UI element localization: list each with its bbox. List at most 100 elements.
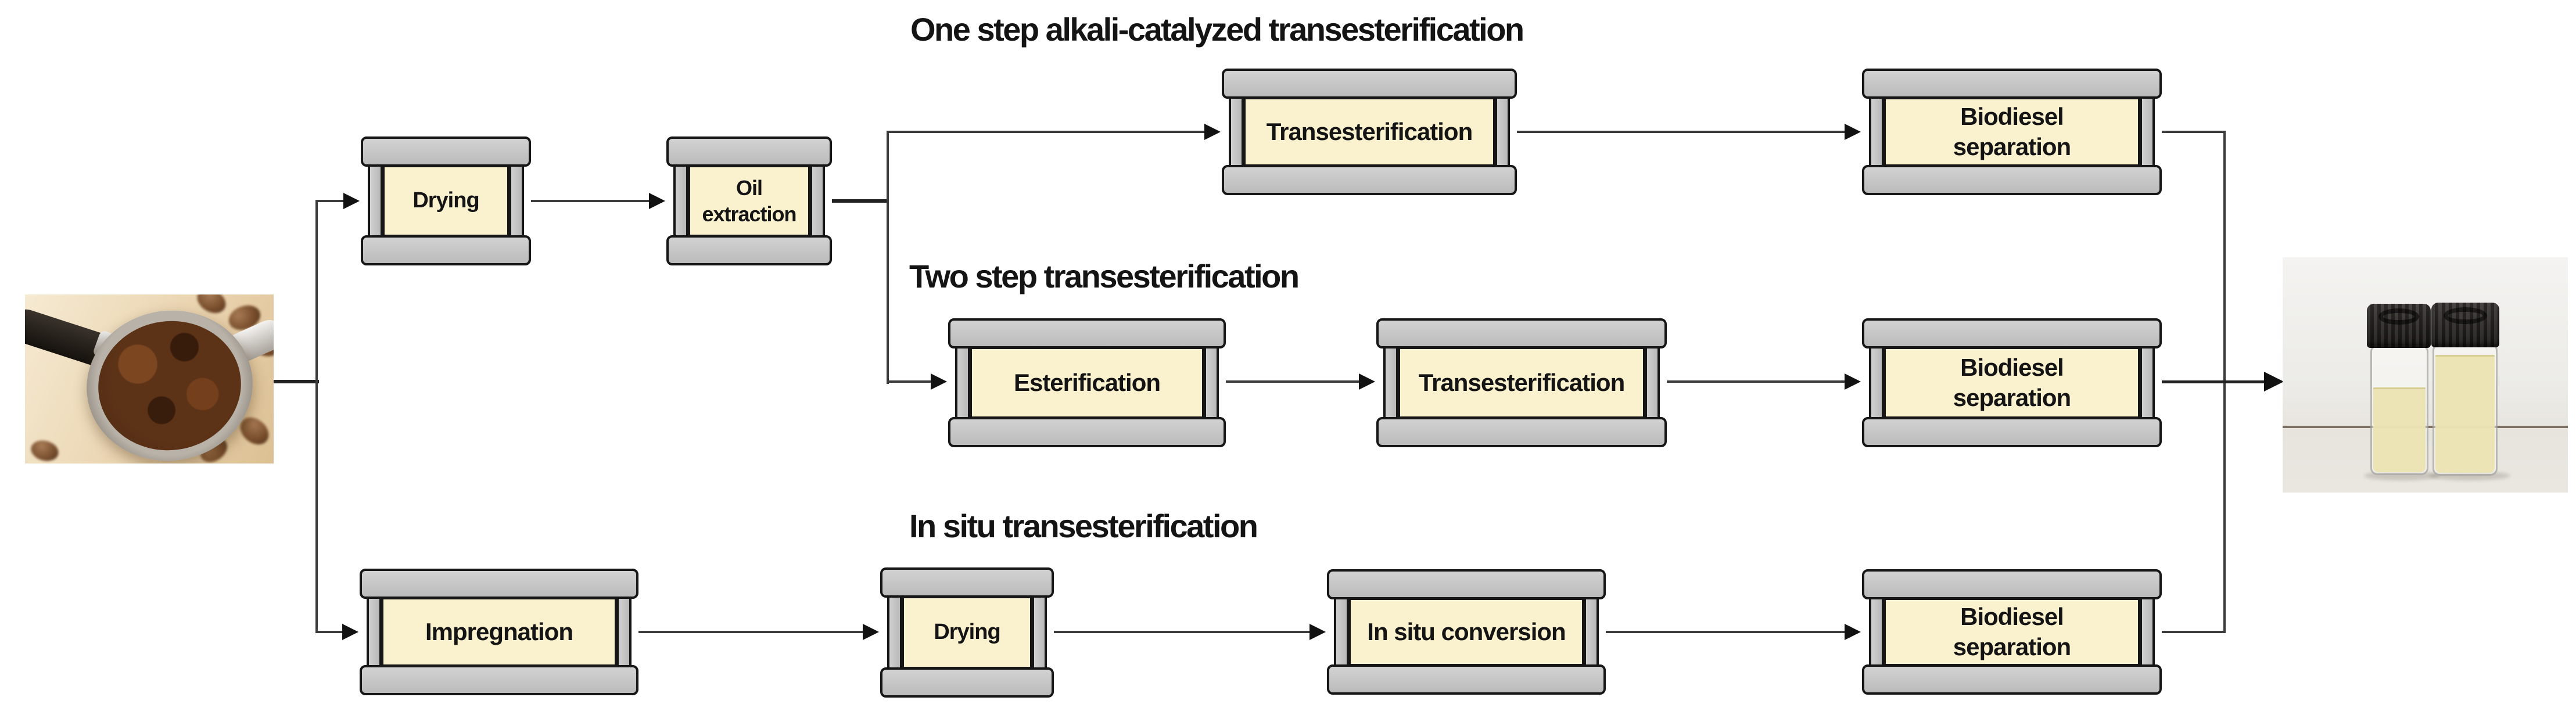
- arrow-head-icon: [1359, 373, 1375, 390]
- vial-shadow: [2429, 471, 2510, 480]
- biodiesel-vial-right: [2433, 344, 2498, 476]
- arrow-head-icon: [931, 373, 947, 390]
- branch-trunk-mid: [887, 131, 889, 384]
- box-panel: Drying: [901, 595, 1033, 670]
- arrow-head-icon: [343, 193, 360, 209]
- box-bottom-cap: [666, 235, 832, 265]
- process-label: Impregnation: [425, 617, 573, 645]
- connector-oil-extraction-to-trunk: [832, 199, 889, 203]
- connector-esterification-to-trans-two: [1226, 380, 1360, 383]
- box-right-rail: [810, 164, 825, 238]
- connector-to-esterification: [888, 380, 932, 383]
- arrow-head-icon: [1845, 373, 1861, 390]
- connector-in-situ-to-separation: [1606, 631, 1846, 633]
- process-box-biodiesel-separation-2: Biodiesel separation: [1862, 318, 2162, 447]
- connector-separation1-out: [2162, 131, 2226, 133]
- box-bottom-cap: [880, 667, 1054, 698]
- branch-trunk-left: [315, 200, 318, 633]
- process-box-transesterification-two: Transesterification: [1376, 318, 1667, 447]
- connector-separation3-out: [2162, 631, 2226, 633]
- process-box-transesterification-one: Transesterification: [1222, 69, 1517, 195]
- connector-to-impregnation: [317, 631, 343, 633]
- connector-to-transesterification-one: [888, 131, 1206, 133]
- box-left-rail: [1869, 597, 1884, 667]
- box-bottom-cap: [1862, 664, 2162, 695]
- box-panel: Biodiesel separation: [1883, 346, 2141, 419]
- box-right-rail: [1645, 346, 1660, 419]
- process-label: Drying: [934, 620, 1000, 645]
- arrow-head-icon: [863, 624, 879, 640]
- process-label: Drying: [412, 188, 479, 213]
- box-left-rail: [1334, 597, 1349, 667]
- box-panel: Biodiesel separation: [1883, 96, 2141, 167]
- process-label: Oil extraction: [702, 176, 797, 226]
- biodiesel-liquid: [2373, 387, 2426, 472]
- box-bottom-cap: [360, 665, 638, 695]
- title-one-step-pathway: One step alkali-catalyzed transesterific…: [910, 11, 1524, 48]
- box-right-rail: [2140, 597, 2155, 667]
- box-left-rail: [1229, 96, 1244, 167]
- coffee-bean: [28, 437, 61, 464]
- box-panel: Biodiesel separation: [1883, 597, 2141, 667]
- arrow-head-icon: [1309, 624, 1326, 640]
- process-box-biodiesel-separation-1: Biodiesel separation: [1862, 69, 2162, 195]
- box-panel: Impregnation: [381, 597, 618, 667]
- process-label: Esterification: [1013, 368, 1161, 396]
- arrow-head-icon: [1204, 124, 1221, 140]
- arrow-head-icon: [1845, 124, 1861, 140]
- title-two-step-pathway: Two step transesterification: [909, 258, 1300, 294]
- box-bottom-cap: [361, 235, 531, 265]
- process-label: Biodiesel separation: [1953, 353, 2071, 412]
- box-top-cap: [666, 136, 832, 167]
- box-panel: Transesterification: [1397, 346, 1646, 419]
- box-top-cap: [1862, 569, 2162, 599]
- box-right-rail: [2140, 96, 2155, 167]
- box-left-rail: [673, 164, 688, 238]
- box-panel: Transesterification: [1243, 96, 1496, 167]
- process-label: Transesterification: [1266, 117, 1473, 145]
- box-bottom-cap: [1222, 165, 1517, 195]
- connector-to-product-photo: [2162, 380, 2265, 383]
- box-top-cap: [880, 567, 1054, 598]
- box-bottom-cap: [1862, 417, 2162, 447]
- process-box-impregnation: Impregnation: [360, 569, 638, 695]
- box-left-rail: [1869, 346, 1884, 419]
- connector-to-drying: [317, 200, 345, 202]
- box-left-rail: [368, 164, 383, 238]
- process-box-oil-extraction: Oil extraction: [666, 136, 832, 265]
- box-right-rail: [616, 597, 632, 667]
- process-box-drying-bottom: Drying: [880, 567, 1054, 698]
- connector-drying-to-in-situ: [1054, 631, 1311, 633]
- biodiesel-vial-left: [2370, 346, 2428, 475]
- connector-trans-two-to-separation: [1667, 380, 1846, 383]
- box-top-cap: [1222, 69, 1517, 99]
- vial-cap-right: [2431, 303, 2499, 347]
- box-panel: Drying: [382, 164, 510, 238]
- process-label: Biodiesel separation: [1953, 602, 2071, 661]
- coffee-grounds: [89, 312, 250, 459]
- title-in-situ-pathway: In situ transesterification: [909, 508, 1258, 544]
- connector-trans-one-to-separation: [1517, 131, 1846, 133]
- box-top-cap: [1327, 569, 1606, 599]
- box-bottom-cap: [1327, 664, 1606, 695]
- box-top-cap: [361, 136, 531, 167]
- biodiesel-vials-photo: [2283, 257, 2568, 493]
- connector-photo-to-trunk: [274, 380, 319, 383]
- box-top-cap: [1862, 69, 2162, 99]
- box-left-rail: [1869, 96, 1884, 167]
- arrow-head-icon: [649, 193, 665, 209]
- box-bottom-cap: [948, 417, 1226, 447]
- box-top-cap: [360, 569, 638, 599]
- process-label: Biodiesel separation: [1953, 102, 2071, 161]
- connector-drying-to-oil-extraction: [531, 200, 650, 202]
- box-right-rail: [1204, 346, 1219, 419]
- process-label: Transesterification: [1418, 368, 1625, 396]
- box-right-rail: [509, 164, 524, 238]
- box-right-rail: [1584, 597, 1599, 667]
- box-top-cap: [1862, 318, 2162, 348]
- connector-impregnation-to-drying: [638, 631, 864, 633]
- process-box-in-situ-conversion: In situ conversion: [1327, 569, 1606, 695]
- arrow-head-icon: [342, 624, 358, 640]
- process-box-esterification: Esterification: [948, 318, 1226, 447]
